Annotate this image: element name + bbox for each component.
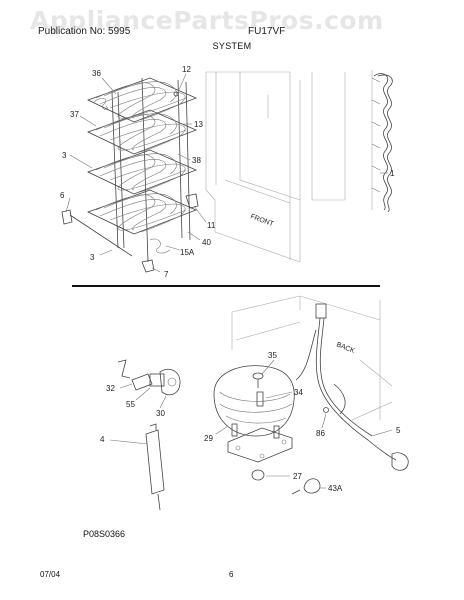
- callout-37: 37: [70, 110, 79, 119]
- wire-shelf-assembly: [61, 77, 199, 273]
- callout-7: 7: [164, 270, 169, 279]
- relay-overload-assembly: [131, 368, 181, 396]
- model-number: FU17VF: [248, 26, 286, 37]
- bolt-part-35: [252, 372, 264, 388]
- section-title: SYSTEM: [212, 41, 252, 51]
- callout-27: 27: [293, 472, 302, 481]
- clip-part-6: [61, 209, 73, 225]
- clip-part-7: [141, 259, 155, 273]
- callout-13: 13: [194, 120, 203, 129]
- shelf-4: [86, 189, 198, 254]
- compressor: [213, 365, 295, 463]
- fastener-part-12: [173, 91, 179, 97]
- condenser-coil: [371, 73, 393, 213]
- footer-date: 07/04: [40, 570, 61, 579]
- callout-4: 4: [100, 435, 105, 444]
- shelf-3: [86, 149, 198, 195]
- watermark: AppliancePartsPros.com: [30, 6, 384, 35]
- clip-part-43a: [291, 478, 321, 495]
- diagram-code: P08S0366: [83, 529, 126, 539]
- publication-number: Publication No: 5995: [38, 26, 131, 37]
- callout-34: 34: [294, 388, 303, 397]
- callout-32: 32: [106, 384, 115, 393]
- clip-part-11: [185, 193, 199, 209]
- callout-5: 5: [396, 426, 401, 435]
- callout-36: 36: [92, 69, 101, 78]
- page-number: 6: [229, 570, 234, 579]
- callout-40: 40: [202, 238, 211, 247]
- shelf-2: [86, 109, 198, 155]
- cabinet-back-outline: [231, 295, 393, 421]
- back-label: BACK: [335, 341, 356, 355]
- bottom-leader-lines: [109, 359, 393, 489]
- callout-86: 86: [316, 429, 325, 438]
- power-cord-harness: [295, 303, 409, 471]
- callout-55: 55: [126, 400, 135, 409]
- callout-38: 38: [192, 156, 201, 165]
- callout-12: 12: [182, 65, 191, 74]
- filter-drier: [145, 423, 165, 511]
- callout-1: 1: [390, 169, 395, 178]
- callout-29: 29: [204, 434, 213, 443]
- section-divider: [72, 285, 380, 287]
- callout-3-lower: 3: [90, 253, 95, 262]
- callout-35: 35: [268, 351, 277, 360]
- wire-clip-part-32: [117, 359, 131, 379]
- screw-part-86: [323, 407, 329, 413]
- callout-43a: 43A: [328, 484, 343, 493]
- top-leader-lines: [65, 73, 388, 273]
- front-label: FRONT: [249, 213, 275, 228]
- callout-3-upper: 3: [62, 151, 67, 160]
- callout-6: 6: [60, 191, 65, 200]
- grommet-part-27: [251, 469, 265, 481]
- callout-11: 11: [207, 221, 216, 230]
- cabinet-outline: [205, 70, 373, 263]
- callout-30: 30: [156, 409, 165, 418]
- callout-15a: 15A: [180, 248, 195, 257]
